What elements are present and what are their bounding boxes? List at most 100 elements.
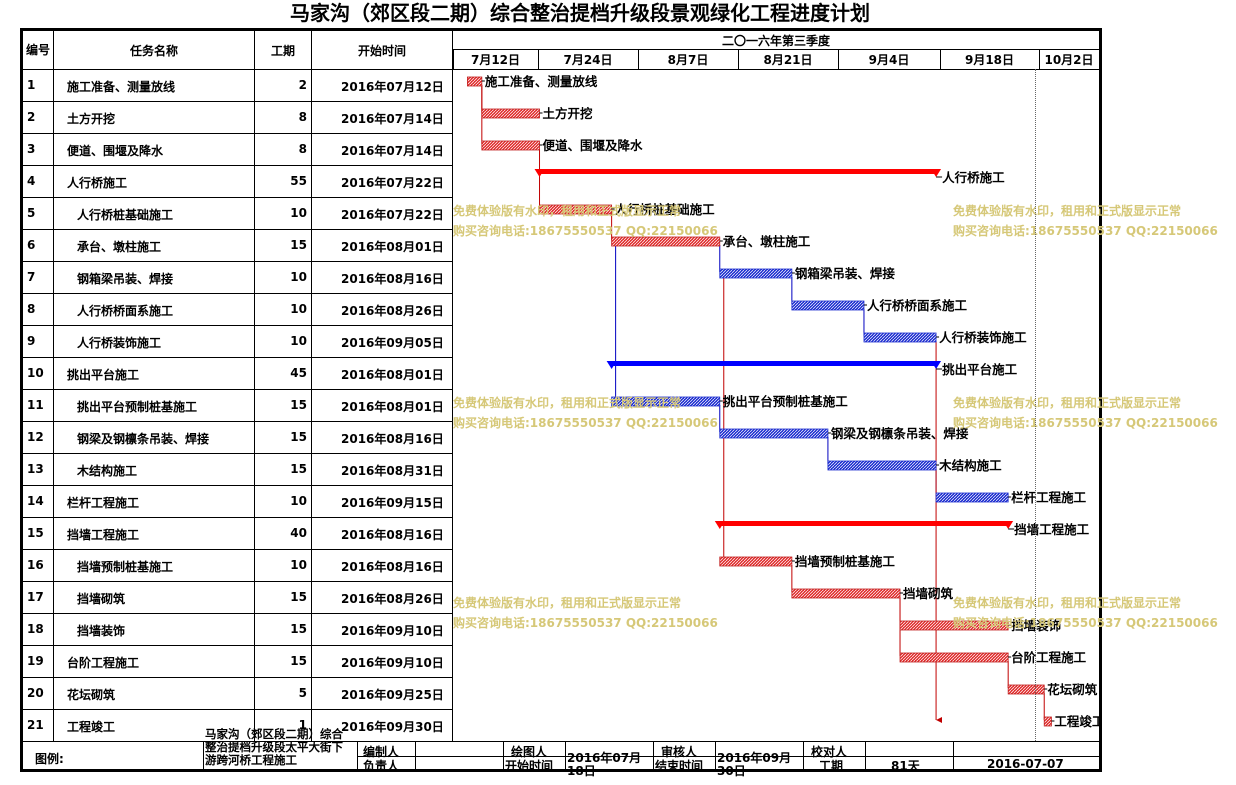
task-bar-label: 承台、墩柱施工 (723, 234, 811, 249)
task-duration: 15 (290, 398, 307, 412)
task-name: 挑出平台施工 (67, 368, 140, 382)
task-bar-label: 挑出平台施工 (942, 362, 1018, 377)
task-bar-label: 土方开挖 (543, 106, 594, 121)
date-tick-label: 7月12日 (470, 52, 521, 67)
summary-bar (611, 361, 937, 366)
task-duration: 10 (290, 270, 307, 284)
task-duration: 2 (298, 78, 307, 92)
start-value: 2016年07月18日 (567, 751, 642, 778)
date-tick-label: 9月18日 (964, 52, 1015, 67)
task-start: 2016年07月22日 (341, 208, 444, 222)
duration-label: 工期 (819, 759, 844, 773)
tick-line (738, 49, 739, 69)
task-name: 挡墙工程施工 (67, 528, 140, 542)
task-id: 13 (27, 462, 44, 476)
task-bar-label: 工程竣工 (1054, 714, 1099, 729)
task-start: 2016年07月14日 (341, 112, 444, 126)
task-bar-label: 便道、围堰及降水 (543, 138, 644, 153)
task-duration: 15 (290, 238, 307, 252)
summary-bar (539, 169, 937, 174)
checker-label: 校对人 (811, 745, 848, 759)
task-id: 9 (27, 334, 36, 348)
task-start: 2016年08月31日 (341, 464, 444, 478)
task-bar (791, 588, 901, 599)
column-line (53, 31, 54, 741)
column-line (1099, 31, 1100, 69)
task-bar-label: 人行桥桩基础施工 (615, 202, 716, 217)
summary-cap (534, 169, 545, 177)
task-start: 2016年09月15日 (341, 496, 444, 510)
summary-cap (714, 521, 725, 529)
task-bar-label: 挑出平台预制桩基施工 (723, 394, 849, 409)
task-name: 钢箱梁吊装、焊接 (77, 272, 174, 286)
task-bar-label: 挡墙工程施工 (1014, 522, 1090, 537)
task-bar-label: 台阶工程施工 (1011, 650, 1087, 665)
watermark-line: 购买咨询电话:18675550537 QQ:22150066 (453, 416, 718, 430)
task-bar (863, 332, 937, 343)
task-start: 2016年08月16日 (341, 272, 444, 286)
tick-line (638, 49, 639, 69)
watermark-line: 免费体验版有水印，租用和正式版显示正常 (453, 396, 682, 410)
task-duration: 40 (290, 526, 307, 540)
task-bar-label: 人行桥桥面系施工 (867, 298, 968, 313)
task-id: 10 (27, 366, 44, 380)
end-date-marker (1035, 69, 1036, 741)
task-name: 人行桥桥面系施工 (77, 304, 174, 318)
task-bar (719, 268, 793, 279)
reviewer-label: 审核人 (661, 745, 698, 759)
watermark-line: 免费体验版有水印，租用和正式版显示正常 (953, 396, 1182, 410)
project-name: 马家沟（郊区段二期）综合整治提档升级段太平大街下游跨河桥工程施工 (205, 727, 343, 767)
task-name: 人行桥桩基础施工 (77, 208, 174, 222)
task-duration: 10 (290, 302, 307, 316)
task-id: 6 (27, 238, 36, 252)
header-divider (453, 49, 1099, 50)
task-id: 14 (27, 494, 44, 508)
task-id: 16 (27, 558, 44, 572)
page-title: 马家沟（郊区段二期）综合整治提档升级段景观绿化工程进度计划 (290, 1, 870, 25)
task-bar-label: 挡墙预制桩基施工 (795, 554, 896, 569)
task-bar (481, 140, 540, 151)
watermark-line: 购买咨询电话:18675550537 QQ:22150066 (953, 616, 1218, 630)
task-duration: 10 (290, 494, 307, 508)
tick-line (838, 49, 839, 69)
task-name: 钢梁及钢檩条吊装、焊接 (77, 432, 210, 446)
task-name: 人行桥施工 (67, 176, 128, 190)
watermark-line: 购买咨询电话:18675550537 QQ:22150066 (953, 416, 1218, 430)
date-tick-label: 8月7日 (667, 52, 709, 67)
task-name: 土方开挖 (67, 112, 116, 126)
summary-cap (1003, 521, 1014, 529)
column-line (254, 31, 255, 741)
task-duration: 10 (290, 334, 307, 348)
task-start: 2016年09月10日 (341, 656, 444, 670)
task-bar (935, 492, 1009, 503)
task-name: 便道、围堰及降水 (67, 144, 164, 158)
task-duration: 15 (290, 654, 307, 668)
task-duration: 15 (290, 430, 307, 444)
watermark-line: 免费体验版有水印，租用和正式版显示正常 (453, 596, 682, 610)
task-bar-label: 施工准备、测量放线 (485, 74, 598, 89)
task-bar-label: 花坛砌筑 (1047, 682, 1098, 697)
watermark-text: 免费体验版有水印，租用和正式版显示正常购买咨询电话:18675550537 QQ… (453, 393, 718, 433)
owner-label: 负责人 (363, 759, 400, 773)
task-duration: 8 (298, 110, 307, 124)
date-tick-label: 10月2日 (1044, 52, 1094, 67)
task-id: 4 (27, 174, 36, 188)
task-bar-label: 人行桥装饰施工 (939, 330, 1027, 345)
task-start: 2016年08月26日 (341, 592, 444, 606)
task-bar (1043, 716, 1052, 727)
watermark-line: 免费体验版有水印，租用和正式版显示正常 (953, 204, 1182, 218)
task-bar (467, 76, 483, 87)
task-start: 2016年09月30日 (341, 720, 444, 734)
task-id: 17 (27, 590, 44, 604)
task-duration: 10 (290, 206, 307, 220)
dependency-link (615, 244, 720, 403)
summary-cap (931, 361, 942, 369)
